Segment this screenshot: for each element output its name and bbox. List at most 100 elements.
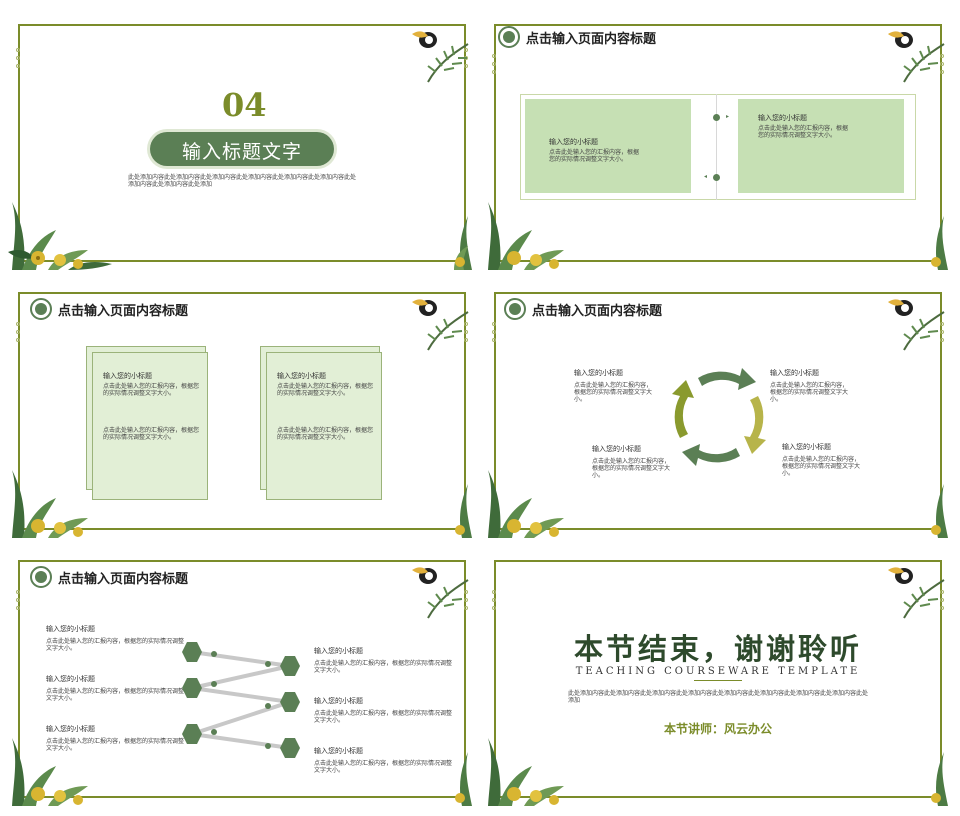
leaf-decoration-icon xyxy=(455,484,472,538)
hexagon-node xyxy=(182,724,202,744)
card-right[interactable]: 输入您的小标题 点击此处输入您的汇报内容，根据您的实际情况调整文字大小。 点击此… xyxy=(266,352,382,500)
leaf-decoration-icon xyxy=(931,216,948,270)
item-subtitle: 输入您的小标题 xyxy=(592,445,641,453)
arrow-right-icon: ▸ xyxy=(726,113,730,120)
left-item[interactable]: 输入您的小标题 点击此处输入您的汇报内容，根据您的实际情况调整文字大小。 xyxy=(46,624,186,652)
frame-dots xyxy=(940,322,944,346)
cycle-item[interactable]: 输入您的小标题 点击此处输入您的汇报内容，根据您的实际情况调整文字大小。 xyxy=(770,368,850,403)
item-subtitle: 输入您的小标题 xyxy=(46,725,95,733)
closing-english: TEACHING COURSEWARE TEMPLATE xyxy=(575,666,861,677)
slide-6[interactable]: 本节结束，谢谢聆听 TEACHING COURSEWARE TEMPLATE 此… xyxy=(484,550,952,808)
item-text: 点击此处输入您的汇报内容，根据您的实际情况调整文字大小。 xyxy=(770,382,849,403)
slide-frame xyxy=(18,292,466,530)
box-subtitle: 输入您的小标题 xyxy=(549,138,598,146)
slide-3[interactable]: 点击输入页面内容标题 输入您的小标题 点击此处输入您的汇报内容，根据您的实际情况… xyxy=(8,282,476,540)
toucan-icon xyxy=(412,567,469,619)
section-title: 输入标题文字 xyxy=(181,141,302,163)
right-item[interactable]: 输入您的小标题 点击此处输入您的汇报内容，根据您的实际情况调整文字大小。 xyxy=(314,696,454,724)
item-subtitle: 输入您的小标题 xyxy=(782,443,831,451)
toucan-icon xyxy=(888,299,945,351)
slide-frame xyxy=(18,24,466,262)
divider-line xyxy=(716,94,717,200)
underline-divider xyxy=(694,680,742,681)
connector-dot-icon xyxy=(713,114,720,121)
item-subtitle: 输入您的小标题 xyxy=(46,675,95,683)
left-item[interactable]: 输入您的小标题 点击此处输入您的汇报内容，根据您的实际情况调整文字大小。 xyxy=(46,724,186,752)
item-text: 点击此处输入您的汇报内容，根据您的实际情况调整文字大小。 xyxy=(314,660,453,674)
slide-5[interactable]: 点击输入页面内容标题 输入您的小标题 点击此处输入您的汇报内容，根据您的实际情况… xyxy=(8,550,476,808)
leaf-decoration-icon xyxy=(488,202,564,270)
slide-1[interactable]: 04 输入标题文字 此处添加内容此处添加内容此处添加内容此处添加内容此处添加内容… xyxy=(8,14,476,272)
cycle-item[interactable]: 输入您的小标题 点击此处输入您的汇报内容，根据您的实际情况调整文字大小。 xyxy=(574,368,654,403)
info-box-right[interactable]: 输入您的小标题 点击此处输入您的汇报内容，根据您的实际情况调整文字大小。 xyxy=(738,99,904,193)
arrow-left-icon: ◂ xyxy=(704,173,708,180)
frame-dots xyxy=(940,590,944,614)
info-box-left[interactable]: 输入您的小标题 点击此处输入您的汇报内容，根据您的实际情况调整文字大小。 xyxy=(525,99,691,193)
section-title-pill: 输入标题文字 xyxy=(150,132,334,166)
item-subtitle: 输入您的小标题 xyxy=(314,647,363,655)
frame-dots xyxy=(16,590,20,614)
cycle-arrows-icon xyxy=(672,368,766,466)
page-title: 点击输入页面内容标题 xyxy=(526,32,657,47)
slide-frame xyxy=(494,292,942,530)
hexagon-node xyxy=(182,642,202,662)
card-text: 点击此处输入您的汇报内容，根据您的实际情况调整文字大小。 xyxy=(277,427,374,441)
item-subtitle: 输入您的小标题 xyxy=(770,369,819,377)
zigzag-diagram xyxy=(182,642,300,758)
page-title: 点击输入页面内容标题 xyxy=(58,304,189,319)
frame-dots xyxy=(16,322,20,346)
item-text: 点击此处输入您的汇报内容，根据您的实际情况调整文字大小。 xyxy=(314,760,453,774)
frame-dots xyxy=(492,322,496,346)
slide-frame xyxy=(18,560,466,798)
right-item[interactable]: 输入您的小标题 点击此处输入您的汇报内容，根据您的实际情况调整文字大小。 xyxy=(314,646,454,674)
slide-frame xyxy=(494,560,942,798)
hexagon-node xyxy=(280,692,300,712)
header-badge-icon xyxy=(30,298,52,320)
item-text: 点击此处输入您的汇报内容，根据您的实际情况调整文字大小。 xyxy=(46,688,185,702)
item-subtitle: 输入您的小标题 xyxy=(314,747,363,755)
leaf-decoration-icon xyxy=(12,738,88,806)
frame-dots xyxy=(464,590,468,614)
leaf-decoration-icon xyxy=(931,752,948,806)
slide-4[interactable]: 点击输入页面内容标题 输入您的小标题 点击此处输入您的汇报内容，根据您的实际情况… xyxy=(484,282,952,540)
card-subtitle: 输入您的小标题 xyxy=(277,372,326,380)
frame-dots xyxy=(940,54,944,78)
page-title: 点击输入页面内容标题 xyxy=(532,304,663,319)
frame-dots xyxy=(464,322,468,346)
box-subtitle: 输入您的小标题 xyxy=(758,114,807,122)
header-badge-icon xyxy=(498,26,520,48)
hexagon-node xyxy=(182,678,202,698)
toucan-icon xyxy=(412,31,469,83)
closing-title: 本节结束，谢谢聆听 xyxy=(573,632,862,666)
lecturer: 本节讲师：风云办公 xyxy=(663,722,772,736)
card-left[interactable]: 输入您的小标题 点击此处输入您的汇报内容，根据您的实际情况调整文字大小。 点击此… xyxy=(92,352,208,500)
cycle-item[interactable]: 输入您的小标题 点击此处输入您的汇报内容，根据您的实际情况调整文字大小。 xyxy=(592,444,672,479)
frame-dots xyxy=(492,590,496,614)
toucan-icon xyxy=(412,299,469,351)
frame-dots xyxy=(16,48,20,72)
item-subtitle: 输入您的小标题 xyxy=(46,625,95,633)
item-subtitle: 输入您的小标题 xyxy=(574,369,623,377)
closing-desc: 此处添加内容此处添加内容此处添加内容此处添加内容此处添加内容此处添加内容此处添加… xyxy=(568,690,869,704)
box-text: 点击此处输入您的汇报内容，根据您的实际情况调整文字大小。 xyxy=(549,149,640,163)
item-subtitle: 输入您的小标题 xyxy=(314,697,363,705)
item-text: 点击此处输入您的汇报内容，根据您的实际情况调整文字大小。 xyxy=(592,458,671,479)
toucan-icon xyxy=(888,567,945,619)
box-text: 点击此处输入您的汇报内容，根据您的实际情况调整文字大小。 xyxy=(758,125,849,139)
right-item[interactable]: 输入您的小标题 点击此处输入您的汇报内容，根据您的实际情况调整文字大小。 xyxy=(314,746,454,774)
leaf-decoration-icon xyxy=(931,484,948,538)
item-text: 点击此处输入您的汇报内容，根据您的实际情况调整文字大小。 xyxy=(314,710,453,724)
item-text: 点击此处输入您的汇报内容，根据您的实际情况调整文字大小。 xyxy=(46,638,185,652)
toucan-icon xyxy=(888,31,945,83)
page-title: 点击输入页面内容标题 xyxy=(58,572,189,587)
leaf-decoration-icon xyxy=(454,216,472,270)
left-item[interactable]: 输入您的小标题 点击此处输入您的汇报内容，根据您的实际情况调整文字大小。 xyxy=(46,674,186,702)
section-number: 04 xyxy=(222,86,267,124)
item-text: 点击此处输入您的汇报内容，根据您的实际情况调整文字大小。 xyxy=(574,382,653,403)
slide-2[interactable]: 点击输入页面内容标题 输入您的小标题 点击此处输入您的汇报内容，根据您的实际情况… xyxy=(484,14,952,272)
header-badge-icon xyxy=(30,566,52,588)
header-badge-icon xyxy=(504,298,526,320)
leaf-decoration-icon xyxy=(455,752,472,806)
cycle-item[interactable]: 输入您的小标题 点击此处输入您的汇报内容，根据您的实际情况调整文字大小。 xyxy=(782,442,862,477)
leaf-decoration-icon xyxy=(12,470,88,538)
